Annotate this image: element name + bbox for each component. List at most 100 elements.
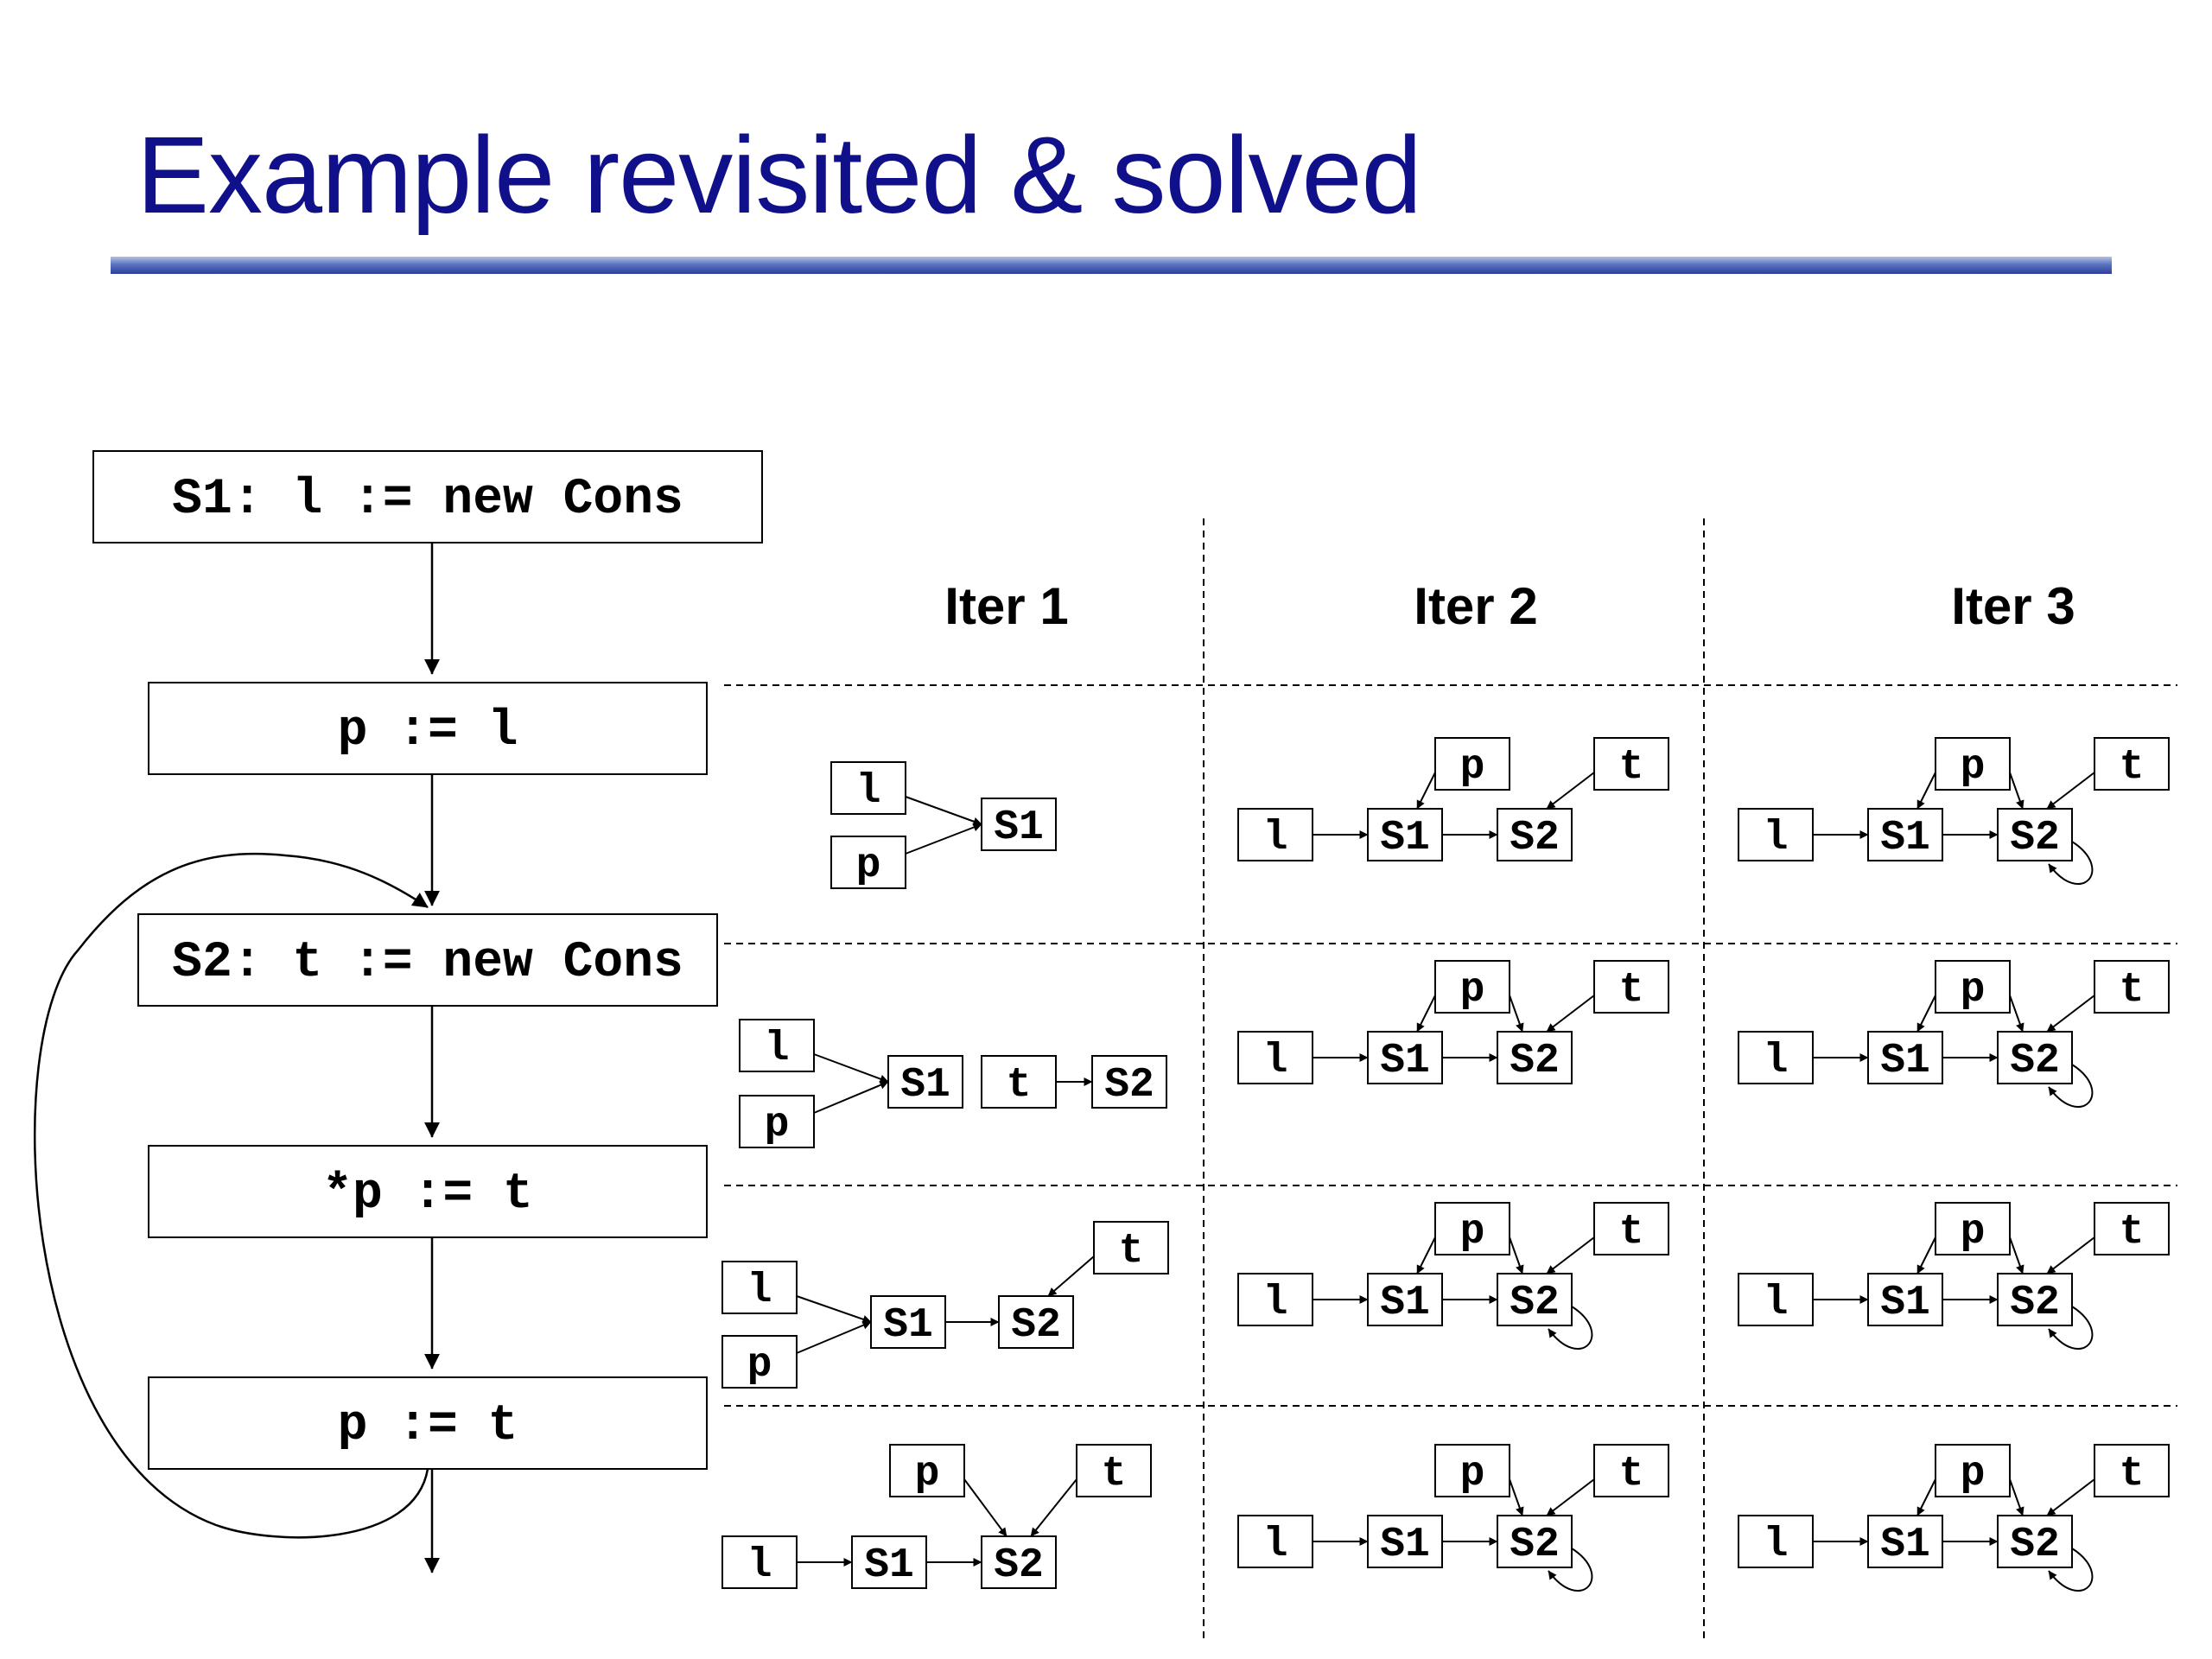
edge-p-to-s2	[1509, 1236, 1524, 1274]
node-label: S2	[2010, 1038, 2060, 1084]
node-p: p	[739, 1095, 815, 1148]
node-label: S1	[1380, 815, 1430, 861]
node-label: l	[1764, 815, 1789, 861]
title-underline	[111, 257, 2112, 274]
node-label: S1	[1880, 1280, 1930, 1326]
node-label: t	[1102, 1451, 1127, 1497]
node-p: p	[1935, 737, 2011, 791]
edge-p-to-s2	[2009, 1236, 2024, 1274]
node-label: t	[1007, 1062, 1032, 1109]
node-s2: S2	[1497, 1031, 1573, 1084]
node-p: p	[1434, 1444, 1510, 1497]
node-s1: S1	[981, 798, 1057, 851]
node-box	[1497, 1031, 1573, 1084]
statement-label: S2: t := new Cons	[172, 935, 683, 991]
slide-title: Example revisited & solved	[137, 114, 1422, 236]
node-label: S1	[1380, 1038, 1430, 1084]
edge-p-to-s1	[1416, 995, 1436, 1033]
edge-p-to-s1	[1416, 772, 1436, 810]
node-s2: S2	[981, 1535, 1057, 1589]
statement-box	[92, 450, 763, 543]
node-box	[981, 1055, 1057, 1109]
node-label: p	[856, 842, 881, 889]
node-s1: S1	[1867, 808, 1943, 861]
node-box	[2094, 737, 2170, 791]
node-label: S1	[883, 1302, 933, 1349]
node-l: l	[1237, 1031, 1313, 1084]
edge-p-to-s1	[813, 1081, 889, 1114]
node-l: l	[1738, 808, 1814, 861]
node-label: p	[747, 1342, 772, 1389]
edge-p-to-s2	[2009, 995, 2024, 1033]
node-box	[981, 798, 1057, 851]
node-box	[851, 1535, 927, 1589]
node-box	[1367, 1031, 1443, 1084]
node-box	[889, 1444, 965, 1497]
node-l: l	[1237, 1273, 1313, 1326]
node-p: p	[889, 1444, 965, 1497]
node-l: l	[1237, 808, 1313, 861]
node-p: p	[1935, 1202, 2011, 1255]
node-box	[1997, 1515, 2073, 1568]
node-p: p	[1434, 737, 1510, 791]
header-iter-2: Iter 2	[1414, 577, 1537, 635]
node-label: S1	[1380, 1280, 1430, 1326]
node-p: p	[830, 836, 906, 889]
node-s2: S2	[1497, 808, 1573, 861]
node-l: l	[1738, 1515, 1814, 1568]
node-box	[1738, 808, 1814, 861]
node-label: S2	[2010, 1522, 2060, 1568]
node-box	[1076, 1444, 1152, 1497]
node-label: S2	[1510, 1522, 1560, 1568]
node-box	[1867, 1031, 1943, 1084]
statement-label: *p := t	[322, 1166, 533, 1223]
node-box	[1093, 1221, 1169, 1274]
node-box	[1237, 808, 1313, 861]
node-label: p	[1961, 744, 1986, 791]
node-label: l	[765, 1026, 790, 1072]
node-box	[998, 1295, 1074, 1349]
node-t: t	[1076, 1444, 1152, 1497]
node-box	[1867, 808, 1943, 861]
node-box	[1497, 1273, 1573, 1326]
node-box	[1497, 808, 1573, 861]
node-t: t	[2094, 1202, 2170, 1255]
node-l: l	[830, 761, 906, 815]
node-label: l	[1263, 1522, 1288, 1568]
edge-t-to-s2	[2046, 772, 2095, 810]
node-label: S1	[1880, 1522, 1930, 1568]
node-box	[1237, 1031, 1313, 1084]
node-label: S2	[1510, 1280, 1560, 1326]
node-label: S2	[2010, 815, 2060, 861]
loop-back-edge	[34, 852, 429, 1539]
node-s2: S2	[1497, 1273, 1573, 1326]
node-label: p	[1460, 1451, 1485, 1497]
node-l: l	[739, 1019, 815, 1072]
node-label: l	[856, 768, 881, 815]
header-iter-3: Iter 3	[1951, 577, 2075, 635]
statement-label: p := t	[338, 1398, 518, 1454]
self-loop-s2	[1548, 1306, 1593, 1350]
node-label: p	[1961, 1209, 1986, 1255]
node-label: p	[1460, 967, 1485, 1014]
node-label: l	[1263, 1038, 1288, 1084]
node-box	[1593, 1444, 1669, 1497]
node-s1: S1	[1367, 808, 1443, 861]
node-box	[1997, 1273, 2073, 1326]
node-label: S2	[1510, 1038, 1560, 1084]
node-box	[739, 1019, 815, 1072]
node-label: S2	[1104, 1062, 1154, 1109]
node-t: t	[1593, 1202, 1669, 1255]
node-t: t	[1093, 1221, 1169, 1274]
edge-p-to-s1	[1916, 995, 1936, 1033]
iteration-grid-lines	[724, 518, 2177, 1642]
node-s2: S2	[1997, 1031, 2073, 1084]
node-l: l	[1738, 1273, 1814, 1326]
node-label: l	[747, 1268, 772, 1314]
